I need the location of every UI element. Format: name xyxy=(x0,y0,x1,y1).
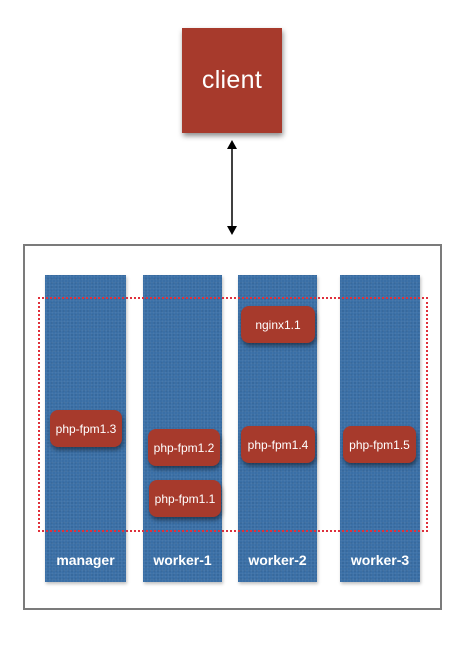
container-php-fpm1-5: php-fpm1.5 xyxy=(343,426,416,463)
node-label-manager: manager xyxy=(56,552,115,568)
client-label: client xyxy=(201,66,263,94)
node-label-worker-1: worker-1 xyxy=(153,552,212,568)
container-label: nginx1.1 xyxy=(255,317,301,332)
container-label: php-fpm1.3 xyxy=(55,421,117,436)
container-php-fpm1-2: php-fpm1.2 xyxy=(148,429,220,466)
node-label-worker-2: worker-2 xyxy=(248,552,307,568)
container-php-fpm1-1: php-fpm1.1 xyxy=(149,480,221,517)
container-label: php-fpm1.4 xyxy=(247,437,309,452)
client-box: client xyxy=(182,28,282,133)
node-label-worker-3: worker-3 xyxy=(350,552,410,568)
bidirectional-arrow xyxy=(227,140,237,235)
container-nginx1-1: nginx1.1 xyxy=(241,306,315,343)
container-php-fpm1-3: php-fpm1.3 xyxy=(50,410,122,447)
container-php-fpm1-4: php-fpm1.4 xyxy=(241,426,315,463)
container-label: php-fpm1.1 xyxy=(154,491,216,506)
container-label: php-fpm1.5 xyxy=(349,437,410,452)
container-label: php-fpm1.2 xyxy=(153,440,215,455)
